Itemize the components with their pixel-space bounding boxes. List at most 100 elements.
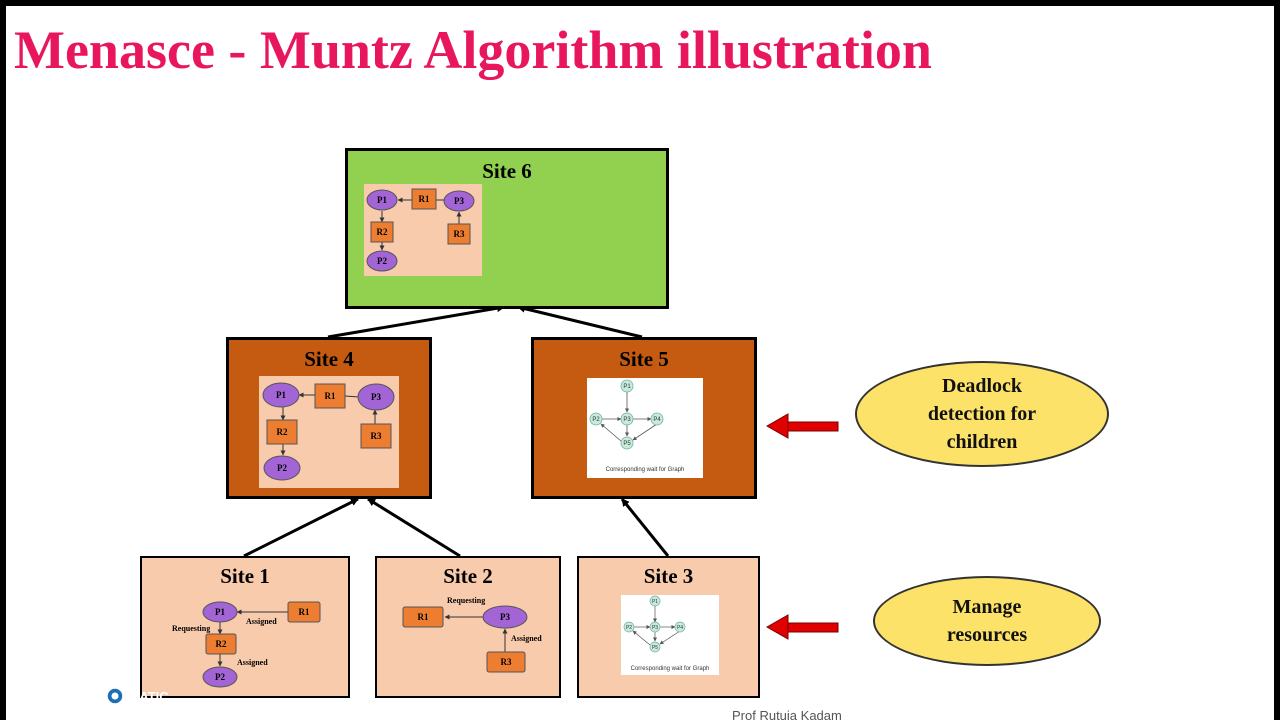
site-6-box: Site 6 P1 R1 — [345, 148, 669, 309]
callout-deadlock-detection: Deadlock detection for children — [855, 361, 1109, 467]
svg-text:P2: P2 — [215, 672, 225, 682]
site-5-wfg-node-3: P3 — [620, 412, 634, 426]
svg-text:P3: P3 — [623, 417, 631, 423]
site-2-node-r1: R1 — [402, 606, 444, 628]
site-3-wfg-caption: Corresponding wait for Graph — [631, 666, 710, 672]
screencast-watermark: RECORDED WITH SCREENCAST MATIC — [12, 680, 169, 705]
svg-text:R1: R1 — [419, 194, 430, 204]
site-6-node-r2: R2 — [370, 221, 394, 243]
site-6-label: Site 6 — [482, 159, 532, 183]
callout-deadlock-text: Deadlock detection for children — [927, 375, 1037, 453]
site-3-wait-for-graph: P1 P2 P3 P4 P5 Correspondin — [621, 595, 719, 675]
svg-text:P1: P1 — [377, 195, 387, 205]
arrow-site5-to-site6 — [517, 304, 643, 339]
site-6-node-p2: P2 — [366, 250, 398, 272]
svg-text:P1: P1 — [623, 384, 631, 390]
site-5-wfg-node-2: P2 — [589, 412, 603, 426]
svg-text:R3: R3 — [454, 229, 465, 239]
site-4-node-p2: P2 — [263, 455, 301, 481]
site-1-node-p2: P2 — [202, 666, 238, 688]
site-4-node-r1: R1 — [314, 383, 346, 409]
arrow-site4-to-site6 — [327, 304, 505, 339]
site-5-wfg-node-5: P5 — [620, 436, 634, 450]
site-5-wait-for-graph: P1 P2 P3 P4 P5 Correspondin — [587, 378, 703, 478]
site-2-edge-requesting: Requesting — [447, 596, 485, 605]
site-1-node-r2: R2 — [205, 633, 237, 655]
arrow-site1-to-site4 — [243, 497, 359, 558]
site-6-node-r1: R1 — [411, 188, 437, 210]
site-1-edge-assigned-bottom: Assigned — [237, 658, 268, 667]
svg-text:P2: P2 — [377, 256, 387, 266]
svg-text:P1: P1 — [276, 390, 286, 400]
site-3-wfg-node-4: P4 — [674, 621, 686, 633]
svg-text:P2: P2 — [277, 463, 287, 473]
site-6-node-r3: R3 — [447, 223, 471, 245]
site-2-box: Site 2 R1 P3 R3 Requesting Assign — [375, 556, 561, 698]
site-4-node-r3: R3 — [360, 423, 392, 449]
arrow-site3-to-site5 — [620, 498, 670, 557]
site-1-edge-requesting: Requesting — [172, 624, 210, 633]
slide: Menasce - Muntz Algorithm illustration S… — [6, 6, 1274, 720]
svg-text:P5: P5 — [652, 645, 658, 651]
site-1-box: Site 1 P1 R1 R2 — [140, 556, 350, 698]
site-2-resource-graph: R1 P3 R3 Requesting Assigned — [402, 596, 542, 673]
svg-text:P4: P4 — [677, 625, 683, 631]
screencast-logo-icon — [106, 687, 124, 705]
svg-text:R1: R1 — [299, 607, 310, 617]
site-2-edge-assigned: Assigned — [511, 634, 542, 643]
svg-text:R2: R2 — [216, 639, 227, 649]
site-4-resource-graph: P1 R1 P3 R2 R3 — [259, 376, 399, 488]
red-arrow-manage — [765, 614, 839, 640]
site-4-node-p3: P3 — [357, 383, 395, 411]
site-3-box: Site 3 P1 P2 — [577, 556, 760, 698]
site-6-resource-graph: P1 R1 P3 R2 R3 — [364, 184, 482, 276]
site-2-node-p3: P3 — [482, 605, 528, 629]
site-4-label: Site 4 — [304, 347, 354, 371]
site-6-node-p3: P3 — [443, 190, 475, 212]
svg-text:R3: R3 — [501, 657, 512, 667]
svg-text:P3: P3 — [652, 625, 658, 631]
presenter-credit: Prof Rutuja Kadam — [732, 708, 842, 720]
site-2-node-r3: R3 — [486, 651, 526, 673]
site-5-label: Site 5 — [619, 347, 669, 371]
callout-manage-text: Manage resources — [946, 596, 1028, 646]
svg-text:R1: R1 — [418, 612, 429, 622]
red-arrow-deadlock — [765, 413, 839, 439]
site-3-wfg-node-3: P3 — [649, 621, 661, 633]
svg-text:P3: P3 — [371, 392, 381, 402]
svg-text:R3: R3 — [371, 431, 382, 441]
watermark-right: MATIC — [128, 688, 169, 704]
site-1-node-p1: P1 — [202, 601, 238, 623]
site-3-label: Site 3 — [643, 564, 694, 588]
svg-text:P5: P5 — [623, 441, 631, 447]
site-1-edge-assigned-top: Assigned — [246, 617, 277, 626]
arrow-site2-to-site4 — [367, 497, 461, 558]
site-4-node-p1: P1 — [262, 382, 300, 408]
site-1-resource-graph: P1 R1 R2 P2 Assigned Requesting Assigned — [172, 601, 321, 688]
watermark-recorded-with: RECORDED WITH — [12, 680, 75, 687]
site-4-node-r2: R2 — [266, 419, 298, 445]
site-3-wfg-node-2: P2 — [623, 621, 635, 633]
svg-text:R2: R2 — [277, 427, 288, 437]
site-3-wfg-node-1: P1 — [649, 595, 661, 607]
site-1-node-r1: R1 — [287, 601, 321, 623]
svg-text:R2: R2 — [377, 227, 388, 237]
svg-text:R1: R1 — [325, 391, 336, 401]
svg-text:P2: P2 — [592, 417, 600, 423]
site-1-label: Site 1 — [220, 564, 270, 588]
site-5-box: Site 5 P1 P2 — [531, 337, 757, 499]
svg-text:P1: P1 — [652, 599, 658, 605]
tree-connectors — [243, 304, 839, 640]
site-2-label: Site 2 — [443, 564, 493, 588]
site-5-wfg-caption: Corresponding wait for Graph — [606, 467, 685, 473]
site-4-box: Site 4 P1 R1 — [226, 337, 432, 499]
callout-manage-resources: Manage resources — [873, 576, 1101, 666]
svg-text:P3: P3 — [454, 196, 464, 206]
site-6-node-p1: P1 — [366, 189, 398, 211]
site-5-wfg-node-1: P1 — [620, 379, 634, 393]
site-5-wfg-node-4: P4 — [650, 412, 664, 426]
svg-text:P2: P2 — [626, 625, 632, 631]
site-3-wfg-node-5: P5 — [649, 641, 661, 653]
svg-text:P1: P1 — [215, 607, 225, 617]
watermark-left: SCREENCAST — [12, 688, 102, 704]
